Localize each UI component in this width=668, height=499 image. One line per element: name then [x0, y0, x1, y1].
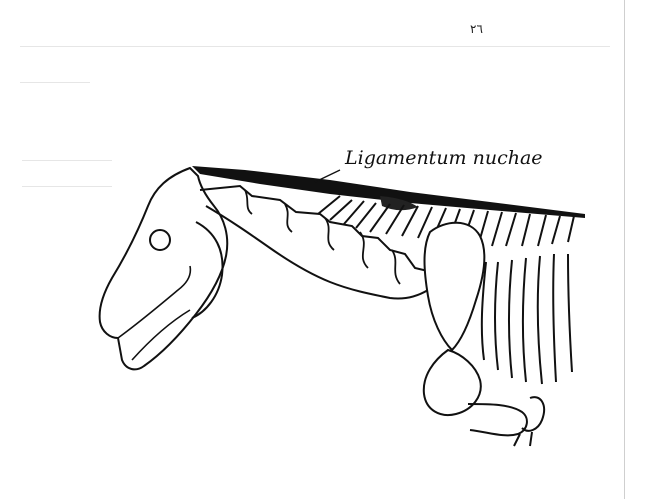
ribs: [482, 254, 572, 384]
ligamentum-nuchae-label: Ligamentum nuchae: [344, 147, 543, 169]
forearm: [468, 404, 527, 435]
ligamentum-nuchae-band: [192, 166, 585, 218]
jaw-line: [118, 266, 190, 338]
eye-orbit: [150, 230, 170, 250]
scapula: [425, 223, 485, 350]
mandible-curve: [192, 222, 223, 318]
humerus: [424, 350, 481, 415]
skull-outline: [100, 168, 228, 369]
